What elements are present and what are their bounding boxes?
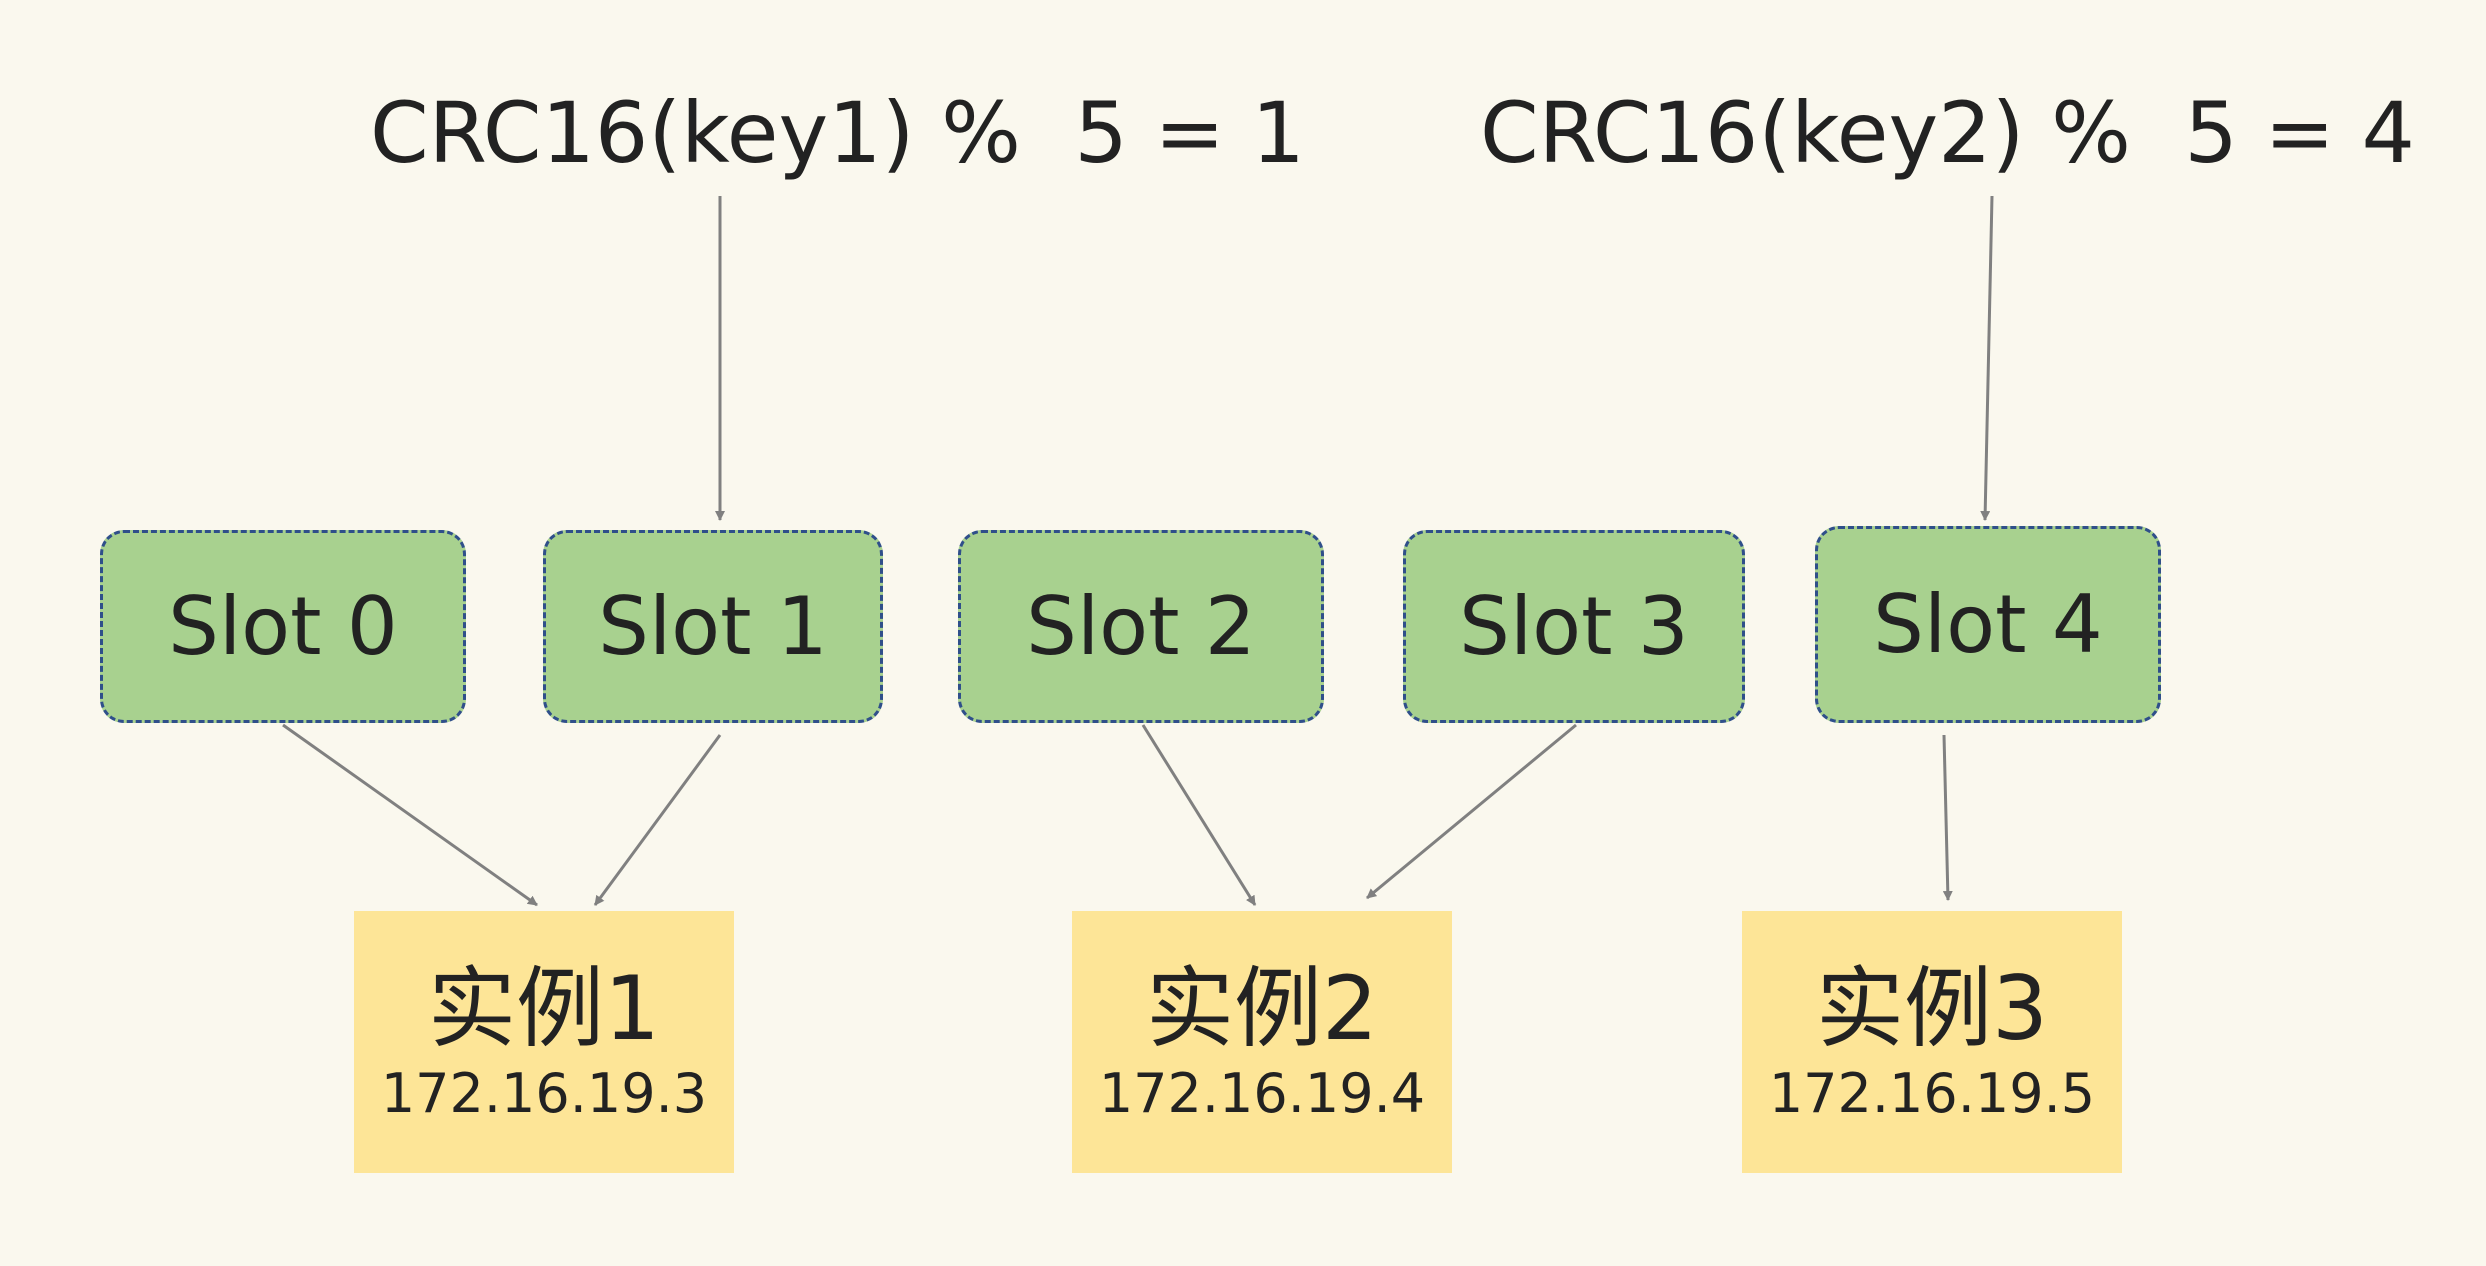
slot-1-box: Slot 1	[543, 530, 883, 723]
instance-name: 实例1	[428, 957, 660, 1060]
slot-0-box: Slot 0	[100, 530, 466, 723]
slot-label: Slot 4	[1873, 578, 2103, 671]
hash-formula-key1: CRC16(key1) % 5 = 1	[370, 84, 1305, 182]
slot-label: Slot 2	[1026, 580, 1256, 673]
hash-formula-key2: CRC16(key2) % 5 = 4	[1480, 84, 2415, 182]
slot-3-box: Slot 3	[1403, 530, 1745, 723]
arrow-slot-4-to-instance-3	[1942, 734, 1953, 901]
instance-name: 实例2	[1146, 957, 1378, 1060]
slot-label: Slot 1	[598, 580, 828, 673]
slot-label: Slot 3	[1459, 580, 1689, 673]
instance-2-box: 实例2 172.16.19.4	[1072, 911, 1452, 1173]
slot-4-box: Slot 4	[1815, 526, 2161, 723]
instance-3-box: 实例3 172.16.19.5	[1742, 911, 2122, 1173]
arrow-slot-1-to-instance-1	[593, 734, 722, 906]
arrow-slot-2-to-instance-2	[1141, 724, 1257, 906]
instance-ip: 172.16.19.5	[1768, 1062, 2096, 1125]
arrow-slot-0-to-instance-1	[282, 723, 538, 907]
instance-ip: 172.16.19.4	[1098, 1062, 1426, 1125]
slot-2-box: Slot 2	[958, 530, 1324, 723]
arrow-key2-to-slot-4	[1980, 195, 1994, 521]
instance-ip: 172.16.19.3	[380, 1062, 708, 1125]
arrow-slot-3-to-instance-2	[1366, 723, 1577, 900]
instance-name: 实例3	[1816, 957, 2048, 1060]
slot-label: Slot 0	[168, 580, 398, 673]
instance-1-box: 实例1 172.16.19.3	[354, 911, 734, 1173]
